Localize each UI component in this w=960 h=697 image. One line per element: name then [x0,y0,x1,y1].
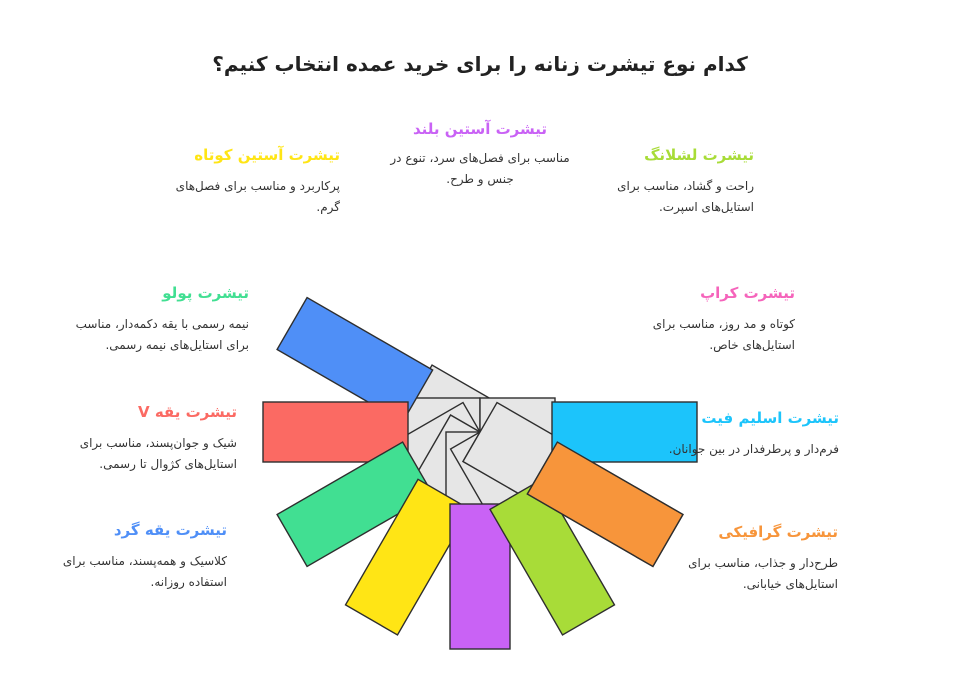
label-desc: نیمه رسمی با یقه دکمه‌دار، مناسب برای اس… [75,317,249,352]
bar-graphic [526,441,684,568]
label-title: تیشرت یقه گرد [113,521,227,539]
label-desc: پرکاربرد و مناسب برای فصل‌های گرم. [175,179,340,214]
label-title: تیشرت لشلانگ [644,146,754,164]
label-title: تیشرت یقه V [137,403,237,421]
bar-short-sleeve [344,478,471,636]
label-desc: کوتاه و مد روز، مناسب برای استایل‌های خا… [652,317,795,352]
label-crop: تیشرت کراپ کوتاه و مد روز، مناسب برای اس… [645,284,795,356]
label-polo: تیشرت پولو نیمه رسمی با یقه دکمه‌دار، من… [69,284,249,356]
bar-long-sleeve [449,503,511,650]
page-title: کدام نوع تیشرت زنانه را برای خرید عمده ا… [212,52,748,76]
label-short-sleeve: تیشرت آستین کوتاه پرکاربرد و مناسب برای … [160,146,340,218]
label-title: تیشرت پولو [162,284,249,302]
label-graphic: تیشرت گرافیکی طرح‌دار و جذاب، مناسب برای… [688,523,838,595]
label-desc: کلاسیک و همه‌پسند، مناسب برای استفاده رو… [62,554,227,589]
label-crew-neck: تیشرت یقه گرد کلاسیک و همه‌پسند، مناسب ب… [47,521,227,593]
label-title: تیشرت آستین کوتاه [194,146,340,164]
label-slim-fit: تیشرت اسلیم فیت فرم‌دار و پرطرفدار در بی… [649,409,839,460]
bar-slim-fit [551,401,698,463]
label-oversize: تیشرت لشلانگ راحت و گشاد، مناسب برای است… [604,146,754,218]
bar-oversize [489,478,616,636]
label-title: تیشرت اسلیم فیت [701,409,839,427]
label-title: تیشرت گرافیکی [718,523,838,541]
label-desc: شیک و جوان‌پسند، مناسب برای استایل‌های ک… [79,436,237,471]
bar-polo [276,441,434,568]
label-desc: مناسب برای فصل‌های سرد، تنوع در جنس و طر… [390,151,570,186]
label-title: تیشرت کراپ [700,284,795,302]
bar-v-neck [262,401,409,463]
label-desc: طرح‌دار و جذاب، مناسب برای استایل‌های خی… [688,556,838,591]
label-desc: فرم‌دار و پرطرفدار در بین جوانان. [668,442,839,456]
label-long-sleeve: تیشرت آستین بلند مناسب برای فصل‌های سرد،… [385,120,575,190]
bar-crew-neck [276,296,434,423]
label-title: تیشرت آستین بلند [412,120,548,138]
label-v-neck: تیشرت یقه V شیک و جوان‌پسند، مناسب برای … [57,403,237,475]
label-desc: راحت و گشاد، مناسب برای استایل‌های اسپرت… [617,179,754,214]
